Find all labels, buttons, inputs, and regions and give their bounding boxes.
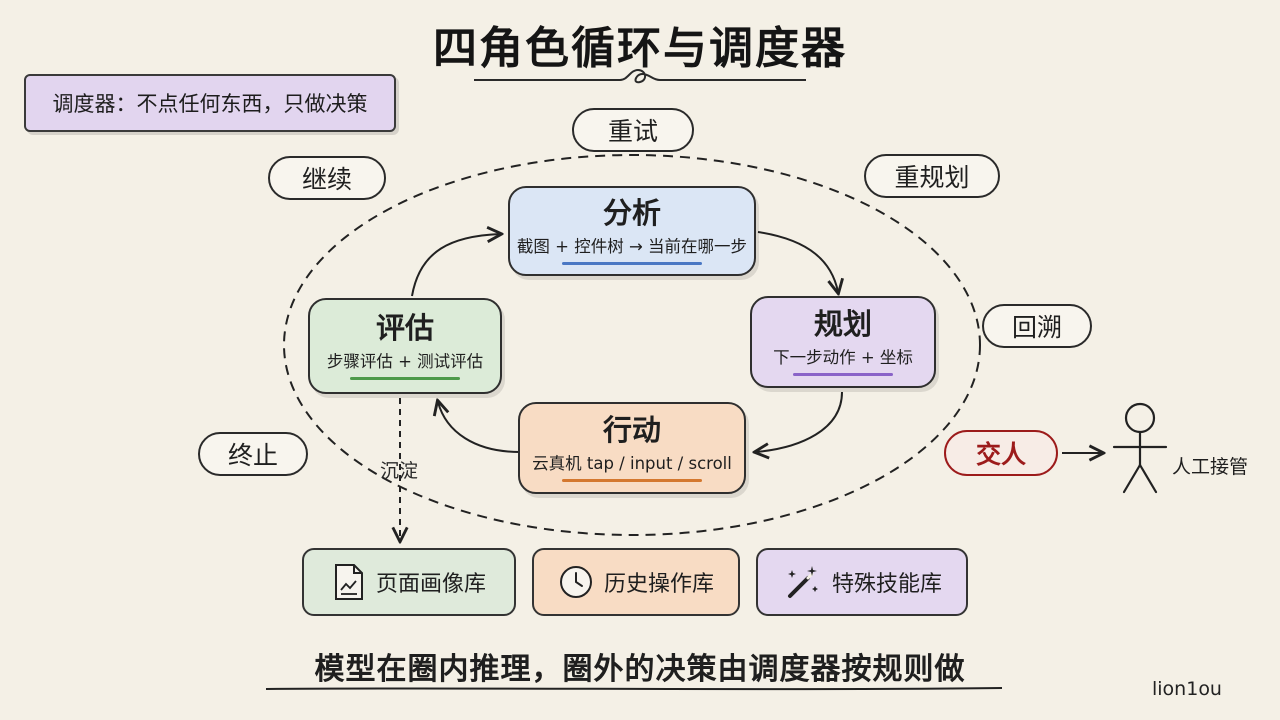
decision-retry-label: 重试 bbox=[607, 117, 658, 146]
decision-continue-label: 继续 bbox=[301, 165, 352, 194]
node-act-title: 行动 bbox=[602, 413, 661, 448]
footer-underline bbox=[265, 687, 1003, 691]
node-plan: 规划 下一步动作 + 坐标 bbox=[750, 296, 936, 388]
node-analyze-underline bbox=[562, 261, 702, 265]
magic-wand-icon bbox=[787, 566, 818, 598]
decision-replan-label: 重规划 bbox=[894, 163, 970, 192]
decision-backtrack-label: 回溯 bbox=[1011, 313, 1062, 342]
diagram-title: 四角色循环与调度器 bbox=[433, 23, 847, 74]
scheduler-note-text: 调度器：不点任何东西，只做决策 bbox=[52, 92, 368, 116]
node-evaluate-subtitle: 步骤评估 + 测试评估 bbox=[326, 351, 484, 371]
decision-backtrack: 回溯 bbox=[982, 304, 1092, 348]
arrow-act-to-evaluate bbox=[438, 402, 521, 453]
node-plan-underline bbox=[793, 372, 893, 376]
decision-handoff: 交人 bbox=[944, 430, 1058, 476]
library-history-ops: 历史操作库 bbox=[532, 548, 740, 616]
decision-terminate: 终止 bbox=[198, 432, 308, 476]
node-plan-subtitle: 下一步动作 + 坐标 bbox=[773, 347, 913, 367]
decision-continue: 继续 bbox=[268, 156, 386, 200]
arrow-plan-to-act bbox=[756, 391, 843, 452]
node-act-underline bbox=[562, 478, 702, 482]
human-figure-icon bbox=[1112, 402, 1168, 494]
library-special-skills-label: 特殊技能库 bbox=[831, 572, 942, 597]
node-evaluate-title: 评估 bbox=[375, 311, 434, 346]
decision-retry: 重试 bbox=[572, 108, 694, 152]
node-analyze-title: 分析 bbox=[602, 196, 661, 231]
library-special-skills: 特殊技能库 bbox=[756, 548, 968, 616]
node-evaluate: 评估 步骤评估 + 测试评估 bbox=[308, 298, 502, 394]
arrow-evaluate-to-analyze bbox=[411, 234, 500, 297]
clock-icon bbox=[559, 566, 592, 598]
node-act-subtitle: 云真机 tap / input / scroll bbox=[532, 453, 732, 473]
scheduler-boundary bbox=[283, 154, 981, 536]
node-act: 行动 云真机 tap / input / scroll bbox=[518, 402, 746, 494]
signature: lion1ou bbox=[1152, 678, 1222, 700]
decision-handoff-label: 交人 bbox=[975, 440, 1026, 469]
library-page-profile-label: 页面画像库 bbox=[375, 572, 486, 597]
arrow-analyze-to-plan bbox=[757, 231, 838, 292]
footer-caption-text: 模型在圈内推理，圈外的决策由调度器按规则做 bbox=[314, 652, 966, 687]
decision-replan: 重规划 bbox=[864, 154, 1000, 198]
library-history-ops-label: 历史操作库 bbox=[603, 572, 714, 597]
human-takeover-label: 人工接管 bbox=[1172, 456, 1249, 478]
footer-caption: 模型在圈内推理，圈外的决策由调度器按规则做 bbox=[0, 644, 1280, 688]
title-underline bbox=[474, 68, 806, 84]
node-evaluate-underline bbox=[350, 376, 460, 380]
deposit-label: 沉淀 bbox=[380, 460, 419, 482]
document-chart-icon bbox=[334, 564, 363, 600]
decision-terminate-label: 终止 bbox=[227, 441, 278, 470]
node-analyze-subtitle: 截图 + 控件树 → 当前在哪一步 bbox=[516, 236, 748, 256]
node-plan-title: 规划 bbox=[813, 307, 872, 342]
scheduler-note: 调度器：不点任何东西，只做决策 bbox=[24, 74, 396, 132]
node-analyze: 分析 截图 + 控件树 → 当前在哪一步 bbox=[508, 186, 756, 276]
library-page-profile: 页面画像库 bbox=[302, 548, 516, 616]
